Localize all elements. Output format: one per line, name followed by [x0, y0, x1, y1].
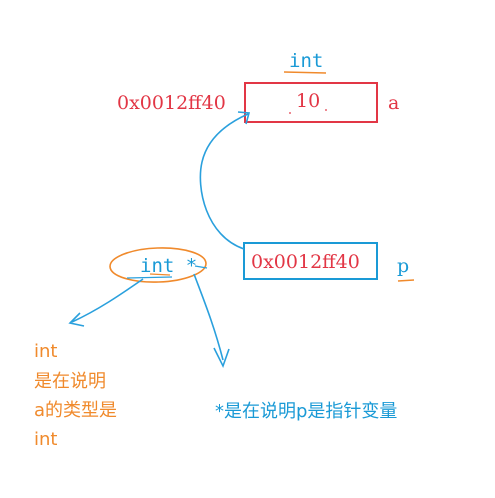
- declaration-circle: [109, 247, 207, 283]
- name-p: p: [397, 255, 409, 277]
- stray-dot: [325, 109, 327, 111]
- value-of-p: 0x0012ff40: [251, 251, 360, 273]
- declaration-underline-accent: [149, 273, 171, 276]
- star-note: *是在说明p是指针变量: [215, 401, 397, 422]
- pointer-arrow: [199, 113, 249, 250]
- int-note-arrow: [71, 278, 144, 323]
- int-note-line-1: int: [34, 341, 57, 362]
- int-note-line-4: int: [34, 429, 57, 450]
- name-a: a: [388, 92, 399, 114]
- type-label-underline: [283, 71, 327, 74]
- box-a: [244, 82, 378, 123]
- star-note-arrow: [193, 273, 224, 361]
- declaration-tick: [194, 265, 208, 269]
- address-of-a: 0x0012ff40: [117, 92, 226, 114]
- value-of-a: 10: [296, 90, 320, 112]
- pointer-arrowhead: [237, 111, 251, 125]
- int-note-arrowhead: [68, 312, 85, 327]
- int-note-line-2: 是在说明: [34, 371, 106, 392]
- type-label-int: int: [289, 50, 323, 72]
- star-note-arrowhead: [213, 347, 230, 369]
- name-p-underline: [397, 279, 415, 282]
- declaration-underline: [126, 276, 173, 279]
- int-note-line-3: a的类型是: [34, 400, 117, 421]
- stray-dot: [289, 112, 291, 114]
- box-p: [243, 242, 378, 280]
- declaration-text: int *: [140, 255, 197, 277]
